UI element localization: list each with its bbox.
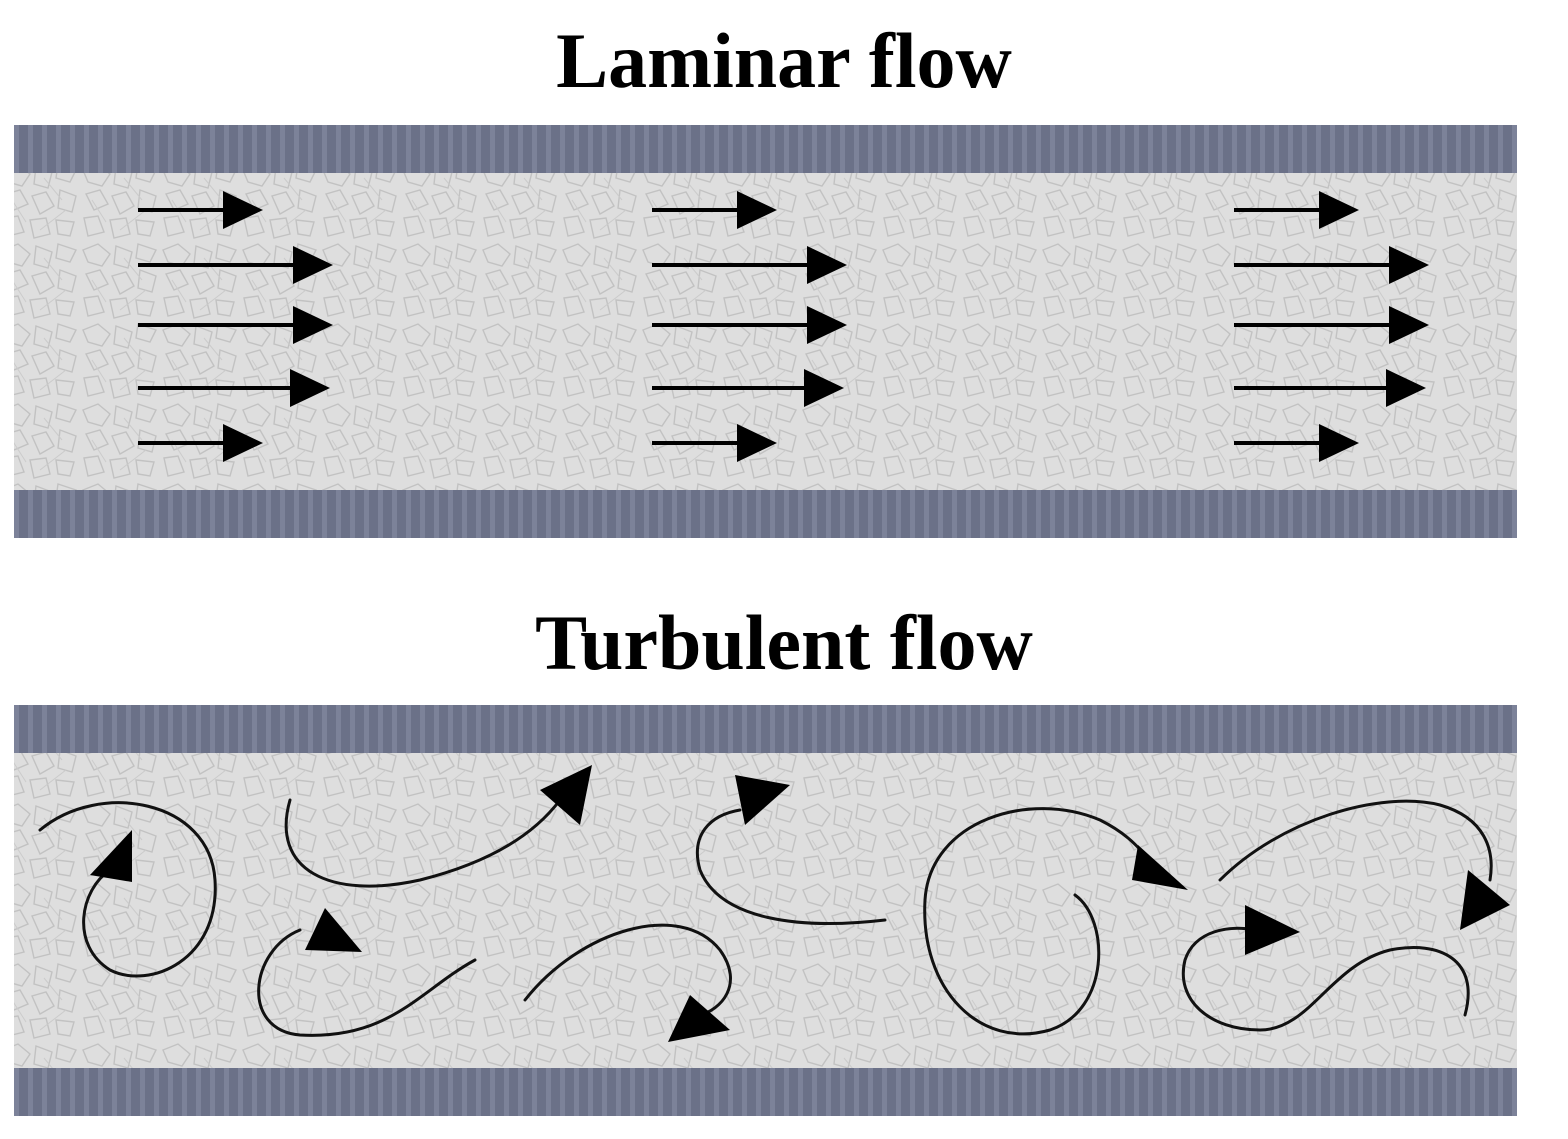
- swirl-arrow: [284, 798, 562, 888]
- arrowhead: [1460, 870, 1510, 930]
- laminar-arrow-head: [807, 306, 847, 344]
- laminar-arrow-head: [290, 369, 330, 407]
- swirl-arrow: [1181, 926, 1470, 1032]
- swirl-arrow: [695, 808, 887, 925]
- arrowhead: [735, 775, 790, 825]
- laminar-arrow-head: [807, 246, 847, 284]
- swirl-arrow: [1218, 799, 1493, 882]
- laminar-flow-title: Laminar flow: [556, 17, 1012, 104]
- laminar-fluid: [14, 172, 1517, 490]
- laminar-arrow-head: [1319, 424, 1359, 462]
- swirl-arrow: [923, 807, 1152, 1036]
- turbulent-bottom-wall: [14, 1068, 1517, 1116]
- turbulent-top-wall: [14, 705, 1517, 753]
- turbulent-pipe: [14, 705, 1517, 1116]
- laminar-arrow-head: [1386, 369, 1426, 407]
- laminar-arrow-head: [293, 306, 333, 344]
- arrowhead: [540, 765, 592, 825]
- arrowhead: [1132, 845, 1188, 890]
- arrowhead: [90, 830, 132, 882]
- laminar-pipe: [14, 125, 1517, 538]
- laminar-arrow-head: [223, 424, 263, 462]
- laminar-bottom-wall: [14, 490, 1517, 538]
- turbulent-flow-title: Turbulent flow: [535, 599, 1033, 686]
- arrowhead: [1245, 905, 1300, 955]
- laminar-arrow-head: [1389, 306, 1429, 344]
- turbulent-swirl-arrows: [38, 765, 1510, 1042]
- swirl-arrow: [257, 928, 477, 1037]
- laminar-arrow-head: [737, 424, 777, 462]
- swirl-arrow: [38, 801, 217, 978]
- laminar-arrow-head: [293, 246, 333, 284]
- laminar-velocity-arrows: [138, 191, 1429, 462]
- laminar-arrow-head: [1319, 191, 1359, 229]
- arrowhead: [305, 908, 362, 952]
- laminar-top-wall: [14, 125, 1517, 173]
- laminar-arrow-head: [737, 191, 777, 229]
- arrowhead: [668, 995, 730, 1042]
- swirl-arrow: [523, 923, 732, 1017]
- laminar-arrow-head: [1389, 246, 1429, 284]
- laminar-arrow-head: [804, 369, 844, 407]
- laminar-arrow-head: [223, 191, 263, 229]
